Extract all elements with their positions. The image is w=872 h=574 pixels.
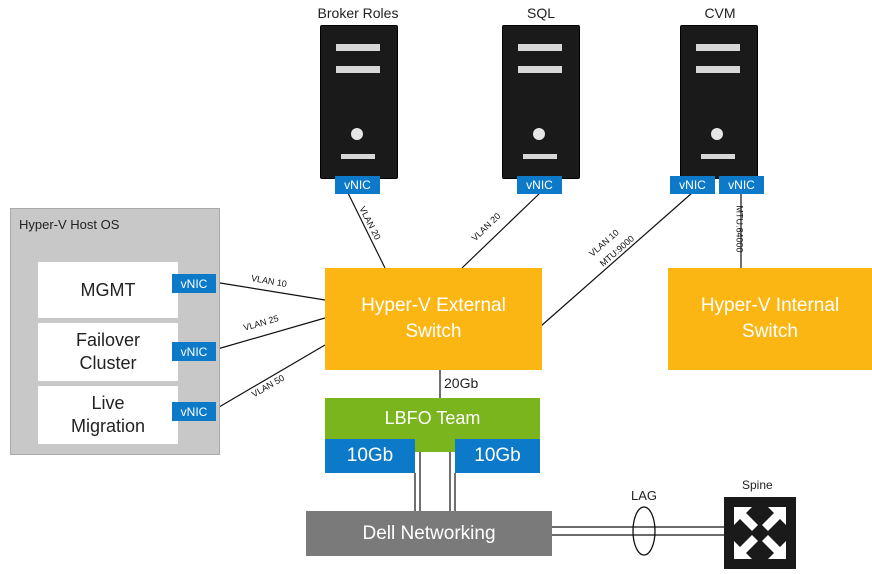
internal-mtu-label: MTU:64000 bbox=[734, 205, 745, 253]
broker-roles-label: Broker Roles bbox=[317, 5, 399, 21]
live-migration-vnic: vNIC bbox=[172, 402, 216, 421]
team-nic-1: 10Gb bbox=[325, 439, 415, 473]
dell-networking-box: Dell Networking bbox=[306, 511, 552, 556]
lag-label: LAG bbox=[631, 488, 658, 503]
failover-cluster-box: Failover Cluster bbox=[38, 323, 178, 381]
hyperv-external-switch: Hyper-V External Switch bbox=[325, 268, 542, 370]
failover-cluster-label: Failover Cluster bbox=[75, 330, 141, 373]
sql-server-icon bbox=[502, 25, 580, 179]
cvm-vnic-internal: vNIC bbox=[719, 176, 764, 194]
team-nic-2: 10Gb bbox=[455, 439, 540, 473]
broker-roles-server-icon bbox=[320, 25, 398, 179]
hyperv-host-os-title: Hyper-V Host OS bbox=[19, 217, 120, 232]
hyperv-internal-switch: Hyper-V Internal Switch bbox=[668, 268, 872, 370]
internal-switch-label: Hyper-V Internal Switch bbox=[700, 295, 840, 342]
mgmt-box: MGMT bbox=[38, 262, 178, 318]
dell-networking-label: Dell Networking bbox=[362, 522, 496, 544]
cvm-vnic-external: vNIC bbox=[670, 176, 715, 194]
failover-vnic: vNIC bbox=[172, 342, 216, 361]
sql-label: SQL bbox=[526, 5, 555, 21]
live-migration-label: Live Migration bbox=[70, 393, 146, 436]
mgmt-vnic: vNIC bbox=[172, 274, 216, 293]
spine-switch-icon bbox=[724, 497, 796, 569]
sql-vnic: vNIC bbox=[517, 176, 562, 194]
spine-label: Spine bbox=[742, 478, 773, 492]
external-switch-label: Hyper-V External Switch bbox=[361, 295, 506, 342]
uplink-speed-label: 20Gb bbox=[444, 375, 479, 391]
cvm-label: CVM bbox=[704, 5, 736, 21]
cvm-server-icon bbox=[680, 25, 758, 179]
live-migration-box: Live Migration bbox=[38, 386, 178, 444]
mgmt-label: MGMT bbox=[80, 279, 136, 300]
lbfo-team-label: LBFO Team bbox=[384, 408, 481, 428]
broker-vnic: vNIC bbox=[335, 176, 380, 194]
